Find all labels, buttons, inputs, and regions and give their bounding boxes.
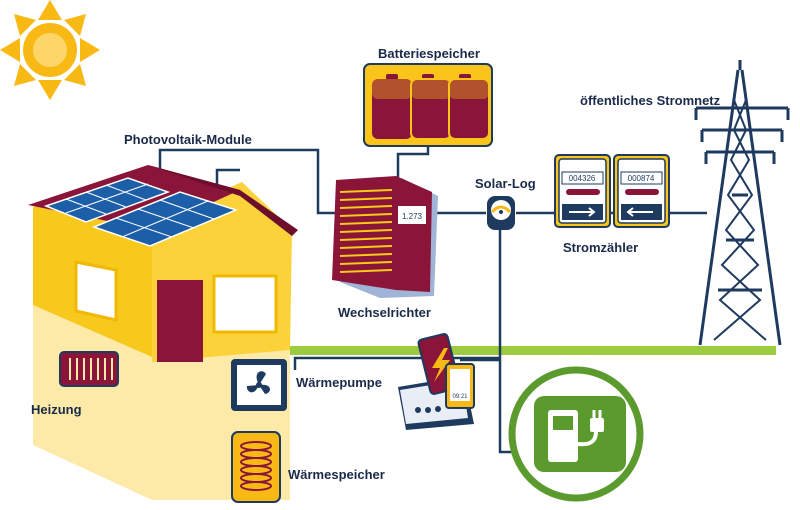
- battery-storage: [363, 63, 493, 147]
- heating-radiator: [59, 351, 119, 387]
- label-electricity-meter: Stromzähler: [563, 240, 639, 255]
- solar-panel-right: [91, 191, 239, 247]
- ev-charger: [508, 366, 644, 502]
- fan-icon: [246, 371, 270, 394]
- sun-icon: [0, 0, 100, 100]
- lawn-line: [290, 346, 776, 355]
- solar-panel-left: [43, 177, 171, 223]
- power-pylon-icon: [694, 60, 790, 346]
- label-heating: Heizung: [31, 402, 82, 417]
- arrow-right-icon: [569, 207, 596, 217]
- label-pv-modules: Photovoltaik-Module: [124, 132, 252, 147]
- meter-right-reading: 000874: [628, 174, 655, 183]
- plug-icon: [577, 431, 598, 447]
- door: [157, 280, 203, 362]
- inverter-display: [398, 206, 426, 224]
- solar-log-device: [487, 196, 515, 230]
- heat-pump: [231, 359, 287, 411]
- meter-left-reading: 004326: [569, 174, 596, 183]
- inverter-display-value: 1.273: [402, 212, 423, 221]
- label-heat-pump: Wärmepumpe: [296, 375, 382, 390]
- house: [28, 165, 298, 500]
- heat-storage: [231, 431, 281, 503]
- label-heat-storage: Wärmespeicher: [288, 467, 385, 482]
- phone-time: 09:21: [452, 394, 468, 400]
- window-side: [74, 260, 118, 322]
- electricity-meter-left: 004326: [554, 154, 611, 228]
- label-public-grid: öffentliches Stromnetz: [580, 93, 721, 108]
- label-inverter: Wechselrichter: [338, 305, 431, 320]
- label-solar-log: Solar-Log: [475, 176, 536, 191]
- label-battery-storage: Batteriespeicher: [378, 46, 480, 61]
- inverter: 1.273: [332, 176, 438, 298]
- arrow-left-icon: [626, 207, 653, 217]
- window-front: [212, 274, 278, 334]
- smart-home-display: 09:21: [398, 333, 475, 430]
- electricity-meter-right: 000874: [613, 154, 670, 228]
- tablet-icon: 09:21: [445, 363, 475, 409]
